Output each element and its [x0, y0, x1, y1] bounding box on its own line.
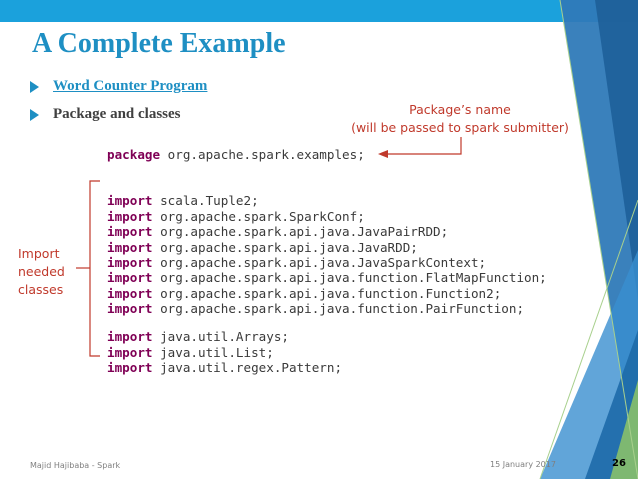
annotation-line: classes [18, 282, 64, 297]
code-text: java.util.regex.Pattern; [152, 360, 343, 376]
code-keyword: package [107, 147, 161, 162]
code-keyword: import [107, 270, 153, 286]
code-keyword: import [107, 239, 153, 255]
code-keyword: import [107, 285, 153, 301]
import-bracket [89, 180, 100, 357]
code-line: import org.apache.spark.api.java.JavaPai… [107, 224, 547, 239]
code-text: java.util.Arrays; [152, 329, 289, 345]
footer-date: 15 January 2017 [490, 460, 556, 469]
bullet-label[interactable]: Word Counter Program [53, 78, 208, 94]
bullet-label: Package and classes [53, 106, 181, 122]
code-line: import java.util.regex.Pattern; [107, 360, 342, 375]
code-line: import org.apache.spark.api.java.JavaSpa… [107, 255, 547, 270]
code-line: import org.apache.spark.api.java.functio… [107, 301, 547, 316]
code-keyword: import [107, 208, 153, 224]
annotation-line: Import [18, 246, 60, 261]
imports-group-2: import java.util.Arrays;import java.util… [107, 314, 342, 391]
code-text: org.apache.spark.api.java.function.FlatM… [152, 270, 547, 286]
code-line: import scala.Tuple2; [107, 193, 547, 208]
imports-group-1: import scala.Tuple2;import org.apache.sp… [107, 178, 547, 332]
arrow-head-icon [378, 150, 388, 158]
code-line: import org.apache.spark.api.java.functio… [107, 286, 547, 301]
code-text: org.apache.spark.examples; [160, 147, 365, 162]
slide-title: A Complete Example [32, 28, 286, 59]
page-number: 26 [612, 458, 626, 469]
import-annotation: Import needed classes [18, 245, 65, 299]
code-text: org.apache.spark.api.java.function.Funct… [152, 285, 502, 301]
annotation-line: Package’s name [409, 102, 511, 117]
top-bar [0, 0, 638, 22]
package-name-annotation: Package’s name (will be passed to spark … [345, 101, 575, 137]
code-line: import org.apache.spark.api.java.JavaRDD… [107, 240, 547, 255]
code-line: import java.util.Arrays; [107, 329, 342, 344]
code-keyword: import [107, 193, 153, 209]
code-text: org.apache.spark.api.java.JavaRDD; [152, 239, 418, 255]
code-line: import org.apache.spark.api.java.functio… [107, 270, 547, 285]
code-text: scala.Tuple2; [152, 193, 259, 209]
code-text: org.apache.spark.api.java.function.PairF… [152, 301, 525, 317]
code-keyword: import [107, 329, 153, 345]
code-text: org.apache.spark.api.java.JavaSparkConte… [152, 255, 487, 271]
code-keyword: import [107, 255, 153, 271]
bullet-word-counter[interactable]: Word Counter Program [30, 78, 207, 95]
code-keyword: import [107, 344, 153, 360]
code-keyword: import [107, 224, 153, 240]
annotation-line: needed [18, 264, 65, 279]
code-line: import org.apache.spark.SparkConf; [107, 209, 547, 224]
bullet-package-classes: Package and classes [30, 106, 181, 123]
code-keyword: import [107, 301, 153, 317]
code-keyword: import [107, 360, 153, 376]
code-text: org.apache.spark.SparkConf; [152, 208, 365, 224]
package-line: package org.apache.spark.examples; [107, 147, 365, 162]
code-text: org.apache.spark.api.java.JavaPairRDD; [152, 224, 449, 240]
code-line: import java.util.List; [107, 345, 342, 360]
bullet-arrow-icon [30, 108, 39, 121]
code-text: java.util.List; [152, 344, 274, 360]
footer-author: Majid Hajibaba - Spark [30, 461, 121, 470]
bullet-arrow-icon [30, 80, 39, 93]
annotation-line: (will be passed to spark submitter) [351, 120, 569, 135]
